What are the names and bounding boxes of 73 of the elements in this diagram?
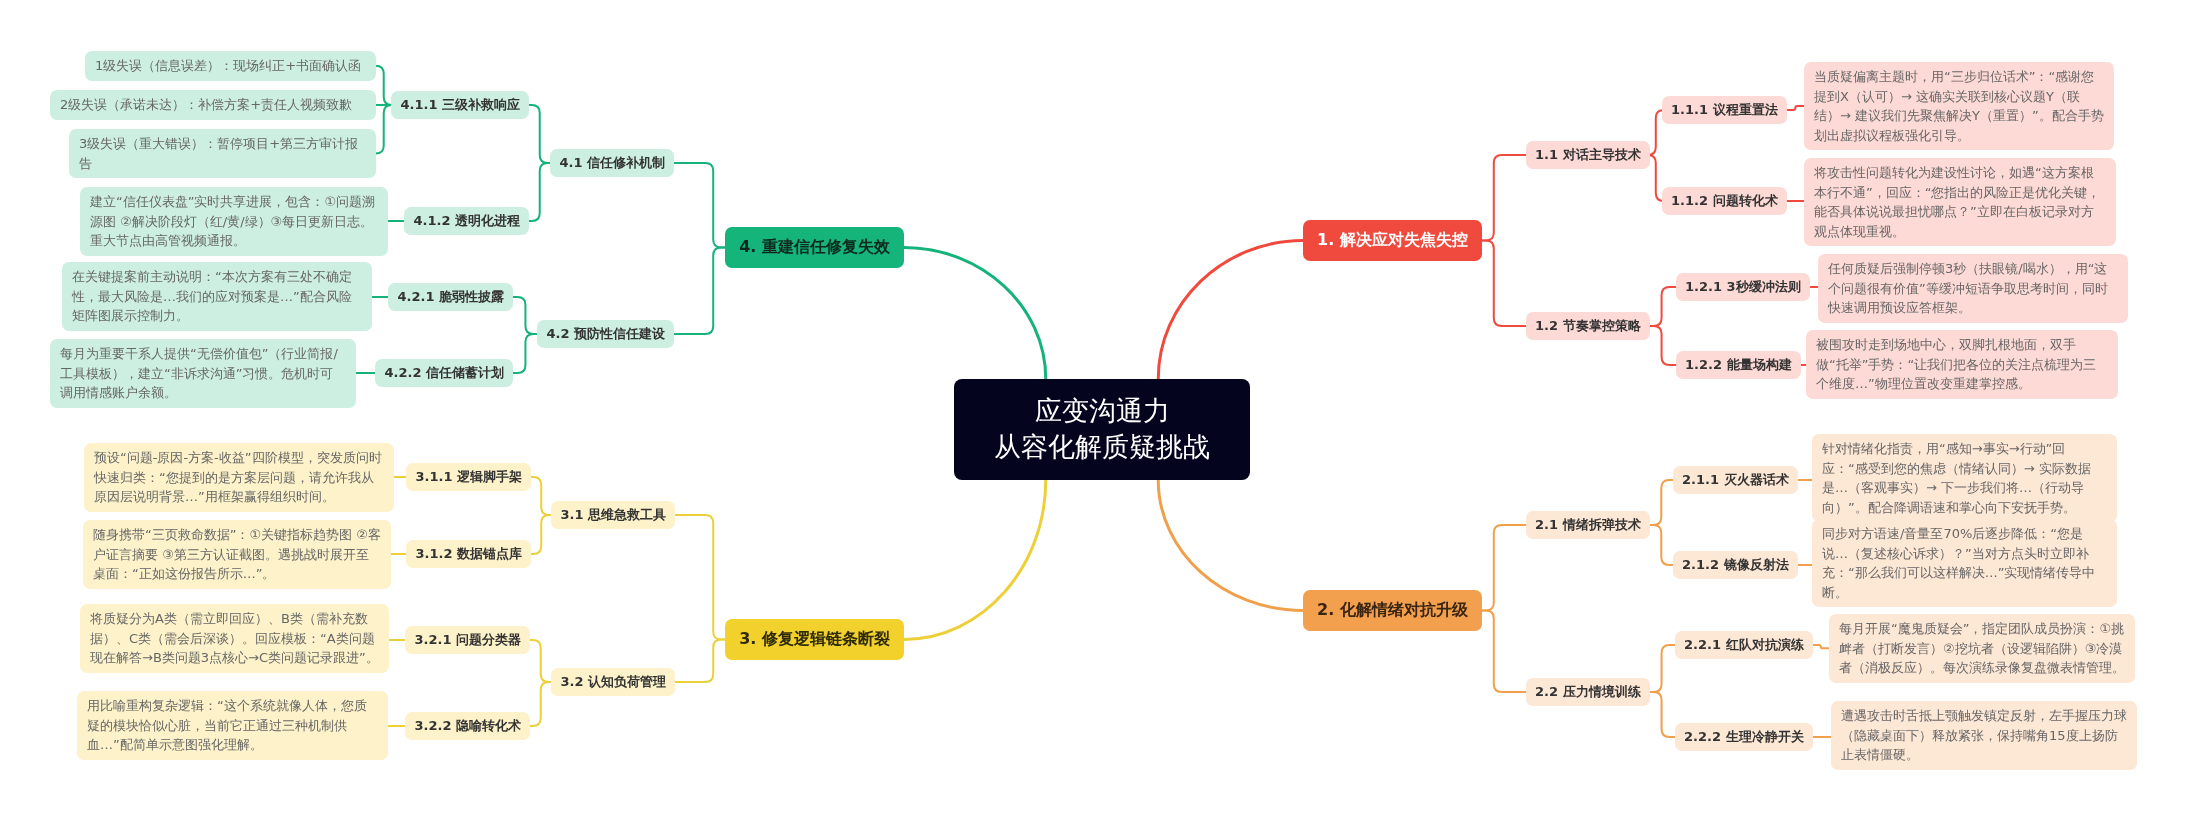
- description-box: 针对情绪化指责，用“感知→事实→行动”回应：“感受到您的焦虑（情绪认同）→ 实际数据是…（客观事实）→ 下一步我们将…（行动导向）”。配合降调语速和掌心向下安抚手势。: [1812, 434, 2117, 522]
- subtopic-box: 1.2 节奏掌控策略: [1526, 312, 1650, 340]
- subtopic-box: 4.1 信任修补机制: [550, 149, 674, 177]
- subtopic-box: 1.1 对话主导技术: [1526, 141, 1650, 169]
- description-box: 遭遇攻击时舌抵上颚触发镇定反射，左手握压力球（隐藏桌面下）释放紧张，保持嘴角15度上扬防止表情僵硬。: [1831, 701, 2137, 770]
- topic-box: 3.1.1 逻辑脚手架: [406, 463, 531, 491]
- connector-line: [1811, 736, 1832, 738]
- description-box: 当质疑偏离主题时，用“三步归位话术”：“感谢您提到X（认可）→ 这确实关联到核心议题Y（联结）→ 建议我们先聚焦解决Y（重置）”。配合手势划出虚拟议程板强化引导。: [1804, 62, 2114, 150]
- connector-line: [673, 246, 727, 335]
- description-box: 任何质疑后强制停顿3秒（扶眼镜/喝水），用“这个问题很有价值”等缓冲短语争取思考时间，同时快速调用预设应答框架。: [1818, 254, 2128, 323]
- subtopic-box: 2.1 情绪拆弹技术: [1526, 511, 1650, 539]
- description-box: 将攻击性问题转化为建设性讨论，如遇“这方案根本行不通”，回应：“您指出的风险正是优化关键，能否具体说说最担忧哪点？”立即在白板记录对方观点体现重视。: [1804, 158, 2116, 246]
- connector-line: [387, 725, 407, 727]
- description-box: 将质疑分为A类（需立即回应）、B类（需补充数据）、C类（需会后深谈）。回应模板：“A类问题现在解答→B类问题3点核心→C类问题记录跟进”。: [80, 604, 389, 673]
- connector-line: [674, 638, 727, 683]
- description-box: 每月开展“魔鬼质疑会”，指定团队成员扮演：①挑衅者（打断发言）②挖坑者（设逻辑陷阱）③冷漠者（消极反应）。每次演练录像复盘微表情管理。: [1829, 614, 2135, 683]
- connector-line: [903, 479, 1048, 641]
- description-box: 每月为重要干系人提供“无偿价值包”（行业简报/工具模板），建立“非诉求沟通”习惯。危机时可调用情感账户余额。: [50, 339, 356, 408]
- connector-line: [1811, 644, 1830, 650]
- description-box: 2级失误（承诺未达）：补偿方案+责任人视频致歉: [50, 90, 376, 120]
- title-line: 应变沟通力: [1033, 394, 1171, 428]
- connector-line: [1799, 364, 1807, 366]
- connector-line: [1796, 479, 1813, 481]
- connector-line: [355, 372, 377, 374]
- description-box: 3级失误（重大错误）：暂停项目+第三方审计报告: [69, 129, 376, 178]
- description-box: 用比喻重构复杂逻辑：“这个系统就像人体，您质疑的模块恰似心脏，当前它正通过三种机制供血…”配简单示意图强化理解。: [77, 691, 388, 760]
- topic-box: 1.2.1 3秒缓冲法则: [1676, 273, 1810, 301]
- description-box: 同步对方语速/音量至70%后逐步降低：“您是说…（复述核心诉求）？”当对方点头时立即补充：“那么我们可以这样解决…”实现情绪传导中断。: [1812, 519, 2117, 607]
- topic-box: 2.2.1 红队对抗演练: [1675, 631, 1813, 659]
- main-branch-box: 1. 解决应对失焦失控: [1303, 220, 1482, 261]
- topic-box: 2.1.2 镜像反射法: [1673, 551, 1798, 579]
- subtopic-box: 2.2 压力情境训练: [1526, 678, 1650, 706]
- connector-line: [1480, 239, 1527, 327]
- connector-line: [1480, 609, 1527, 693]
- connector-line: [371, 296, 390, 298]
- topic-box: 4.1.2 透明化进程: [404, 207, 529, 235]
- topic-box: 4.2.1 脆弱性披露: [388, 283, 513, 311]
- description-box: 建立“信任仪表盘”实时共享进展，包含：①问题溯源图 ②解决阶段灯（红/黄/绿）③每日更新日志。重大节点由高管视频通报。: [80, 187, 388, 256]
- topic-box: 1.1.2 问题转化术: [1662, 187, 1787, 215]
- subtopic-box: 4.2 预防性信任建设: [537, 320, 674, 348]
- connector-line: [388, 639, 407, 641]
- subtopic-box: 3.1 思维急救工具: [551, 501, 675, 529]
- description-box: 1级失误（信息误差）：现场纠正+书面确认函: [85, 51, 376, 81]
- topic-box: 2.2.2 生理冷静开关: [1675, 723, 1813, 751]
- subtopic-box: 3.2 认知负荷管理: [551, 668, 675, 696]
- connector-line: [1796, 564, 1813, 566]
- connector-line: [1156, 239, 1304, 380]
- title-line: 从容化解质疑挑战: [993, 430, 1211, 465]
- description-box: 预设“问题-原因-方案-收益”四阶模型，突发质问时快速归类：“您提到的是方案层问题，请允许我从原因层说明背景…”用框架赢得组织时间。: [84, 443, 394, 512]
- central-topic: [954, 379, 1250, 480]
- topic-box: 3.1.2 数据锚点库: [406, 540, 531, 568]
- connector-line: [1156, 479, 1304, 612]
- topic-box: 1.1.1 议程重置法: [1662, 96, 1787, 124]
- connector-line: [393, 476, 408, 478]
- connector-line: [1785, 105, 1805, 111]
- description-box: 被围攻时走到场地中心，双脚扎根地面，双手做“托举”手势：“让我们把各位的关注点梳理为三个维度…”物理位置改变重建掌控感。: [1806, 330, 2118, 399]
- connector-line: [1785, 200, 1805, 202]
- connector-line: [1808, 286, 1819, 288]
- topic-box: 1.2.2 能量场构建: [1676, 351, 1801, 379]
- connector-line: [903, 246, 1048, 380]
- description-box: 在关键提案前主动说明：“本次方案有三处不确定性，最大风险是…我们的应对预案是…”配合风险矩阵图展示控制力。: [62, 262, 372, 331]
- topic-box: 2.1.1 灭火器话术: [1673, 466, 1798, 494]
- main-branch-box: 2. 化解情绪对抗升级: [1303, 590, 1482, 631]
- topic-box: 3.2.1 问题分类器: [405, 626, 530, 654]
- description-box: 随身携带“三页救命数据”：①关键指标趋势图 ②客户证言摘要 ③第三方认证截图。遇挑战时展开至桌面：“正如这份报告所示…”。: [83, 520, 391, 589]
- connector-line: [390, 553, 408, 555]
- main-branch-box: 4. 重建信任修复失效: [725, 227, 904, 268]
- main-branch-box: 3. 修复逻辑链条断裂: [725, 619, 904, 660]
- connector-line: [374, 104, 393, 155]
- topic-box: 4.1.1 三级补救响应: [391, 91, 529, 119]
- connector-line: [387, 220, 406, 222]
- topic-box: 3.2.2 隐喻转化术: [405, 712, 530, 740]
- topic-box: 4.2.2 信任储蓄计划: [375, 359, 513, 387]
